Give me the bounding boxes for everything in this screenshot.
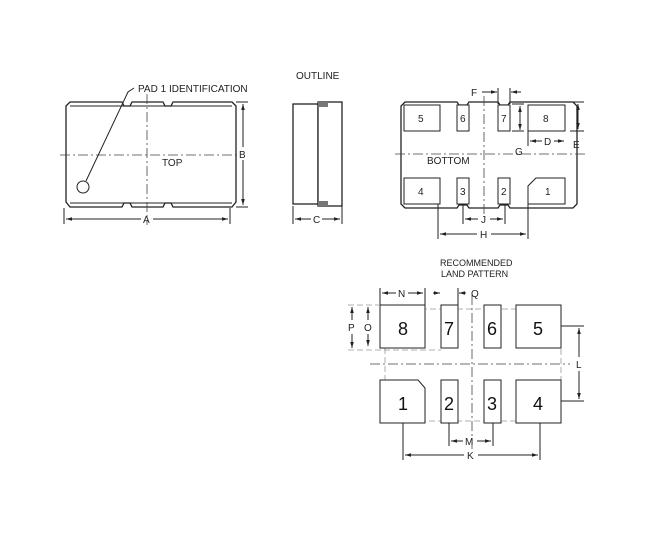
land-pad-4: 4 <box>515 379 562 424</box>
pad-number-label: 6 <box>460 114 466 125</box>
land-title-2: LAND PATTERN <box>441 269 508 279</box>
bottom-pad-4: 4 <box>403 177 441 205</box>
land-pad-6: 6 <box>483 304 502 349</box>
pad-number-label: 2 <box>501 187 507 198</box>
pad-number-label: 7 <box>501 114 507 125</box>
dim-q: Q <box>471 289 479 300</box>
outline-label: OUTLINE <box>296 71 340 82</box>
dim-b: B <box>239 150 246 161</box>
land-pad-3: 3 <box>483 379 502 424</box>
pad-number-label: 3 <box>460 187 466 198</box>
bottom-pad-8: 8 <box>527 104 566 132</box>
pad-number-label: 7 <box>444 319 454 339</box>
land-pad-8: 8 <box>379 304 426 349</box>
pad-number-label: 3 <box>487 394 497 414</box>
bottom-pad-7: 7 <box>497 104 511 132</box>
dim-l: L <box>576 360 582 371</box>
pad1-label: PAD 1 IDENTIFICATION <box>138 84 248 95</box>
dim-m: M <box>465 437 473 448</box>
pad-number-label: 8 <box>398 319 408 339</box>
dim-f: F <box>471 88 477 99</box>
pad-number-label: 1 <box>398 394 408 414</box>
dim-n: N <box>398 289 405 300</box>
land-title-1: RECOMMENDED <box>440 258 513 268</box>
pad-number-label: 5 <box>533 319 543 339</box>
pad-number-label: 2 <box>444 394 454 414</box>
dim-a: A <box>143 215 150 226</box>
dim-d: D <box>544 137 551 148</box>
bottom-pad-5: 5 <box>403 104 441 132</box>
pad-number-label: 6 <box>487 319 497 339</box>
bottom-pad-2: 2 <box>497 177 511 205</box>
dim-o: O <box>364 323 372 334</box>
dim-p: P <box>348 323 355 334</box>
land-pad-5: 5 <box>515 304 562 349</box>
pad-number-label: 1 <box>545 187 551 198</box>
dim-c: C <box>313 215 320 226</box>
pad-number-label: 5 <box>418 114 424 125</box>
pad-number-label: 4 <box>418 187 424 198</box>
bottom-label: BOTTOM <box>427 156 470 167</box>
dim-e: E <box>573 140 580 151</box>
dim-g: G <box>515 147 523 158</box>
land-pattern: RECOMMENDED LAND PATTERN 8 7 6 5 1 2 3 4… <box>348 258 584 462</box>
dim-j: J <box>481 215 486 226</box>
top-view: PAD 1 IDENTIFICATION TOP B A <box>60 84 248 226</box>
land-pad-2: 2 <box>440 379 459 424</box>
pad-number-label: 8 <box>543 114 549 125</box>
bottom-pad-6: 6 <box>456 104 470 132</box>
bottom-pad-3: 3 <box>456 177 470 205</box>
bottom-pad-1: 1 <box>527 177 566 205</box>
pad-number-label: 4 <box>533 394 543 414</box>
land-pad-1: 1 <box>379 379 426 424</box>
land-pad-7: 7 <box>440 304 459 349</box>
pad1-marker <box>76 180 90 194</box>
dim-k: K <box>467 451 474 462</box>
bottom-view: 5 6 7 8 4 3 2 1 BOTTOM F G D E J H <box>395 88 585 241</box>
dim-h: H <box>480 230 487 241</box>
top-label: TOP <box>162 158 183 169</box>
side-view: OUTLINE C <box>292 71 343 226</box>
